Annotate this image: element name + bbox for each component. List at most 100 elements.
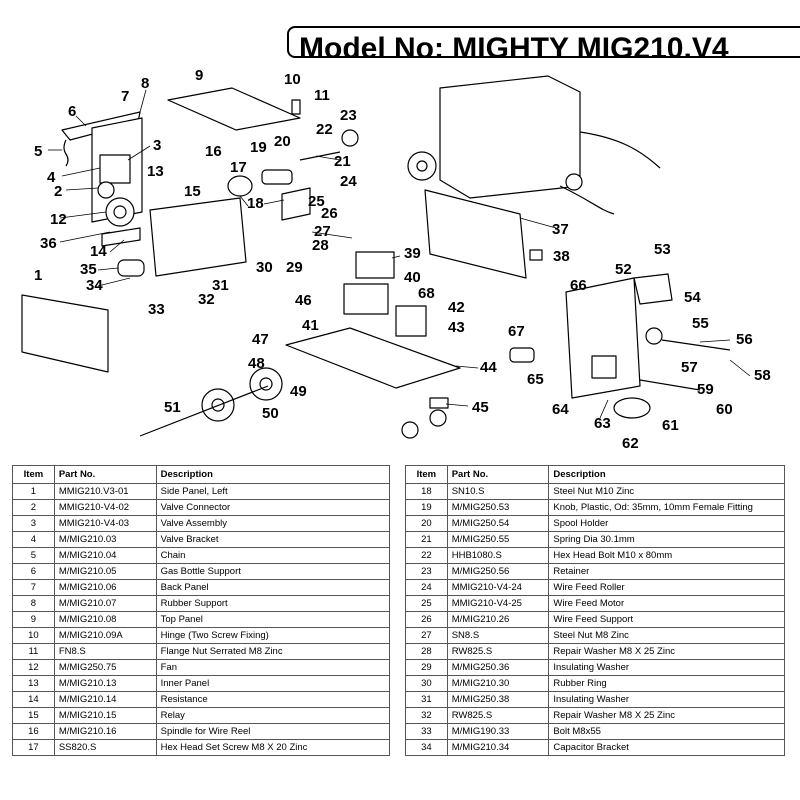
part-earth-cable [613,397,651,419]
callout-18: 18 [247,195,264,212]
callout-35: 35 [80,261,97,278]
callout-37: 37 [552,221,569,238]
cell-part-no: MMIG210-V4-03 [53,515,157,532]
cell-description: Repair Washer M8 X 25 Zinc [548,643,785,660]
callout-31: 31 [212,277,229,294]
part-axle [139,385,269,437]
callout-47: 47 [252,331,269,348]
cell-part-no: HHB1080.S [446,547,550,564]
cell-item: 16 [12,723,55,740]
callout-28: 28 [312,237,329,254]
callout-50: 50 [262,405,279,422]
callout-24: 24 [340,173,357,190]
part-chain [63,139,69,167]
cell-item: 26 [405,611,448,628]
cell-part-no: M/MIG250.38 [446,691,550,708]
cell-part-no: M/MIG210.08 [53,611,157,628]
cell-item: 17 [12,739,55,756]
cell-description: Back Panel [155,579,391,596]
cell-part-no: MMIG210-V4-25 [446,595,550,612]
part-transformer [355,251,395,279]
part-rectifier [343,283,389,315]
cell-part-no: M/MIG250.53 [446,499,550,516]
callout-54: 54 [684,289,701,306]
col-header-item: Item [405,465,448,484]
cell-description: Resistance [155,691,391,708]
cell-item: 10 [12,627,55,644]
cell-description: Wire Feed Motor [548,595,785,612]
cell-part-no: SN8.S [446,627,550,644]
part-side-panel-right [424,189,527,279]
cell-description: Inner Panel [155,675,391,692]
col-header-part-no: Part No. [446,465,550,484]
cell-part-no: M/MIG210.15 [53,707,157,724]
cell-part-no: M/MIG210.30 [446,675,550,692]
cell-part-no: SS820.S [53,739,157,756]
cell-item: 13 [12,675,55,692]
cell-description: Steel Nut M8 Zinc [548,627,785,644]
cell-item: 21 [405,531,448,548]
callout-43: 43 [448,319,465,336]
callout-6: 6 [68,103,76,120]
cell-item: 15 [12,707,55,724]
cell-part-no: M/MIG210.07 [53,595,157,612]
table-header-row: Item Part No. Description [405,465,785,484]
cell-part-no: M/MIG210.06 [53,579,157,596]
cell-part-no: M/MIG210.14 [53,691,157,708]
part-top-panel [167,87,301,131]
part-spool-holder [227,175,253,197]
callout-55: 55 [692,315,709,332]
cell-item: 27 [405,627,448,644]
cell-part-no: M/MIG210.16 [53,723,157,740]
part-capacitor [117,259,145,277]
callout-62: 62 [622,435,639,452]
callout-9: 9 [195,67,203,84]
cell-part-no: MMIG210.V3-01 [53,483,157,500]
cell-description: Wire Feed Support [548,611,785,628]
cell-item: 20 [405,515,448,532]
cell-part-no: M/MIG250.56 [446,563,550,580]
callout-labels: 1 2 3 4 5 6 7 8 9 10 11 12 13 14 15 16 1… [34,67,771,452]
callout-36: 36 [40,235,57,252]
cell-item: 23 [405,563,448,580]
cell-part-no: MMIG210-V4-24 [446,579,550,596]
cell-item: 19 [405,499,448,516]
callout-17: 17 [230,159,247,176]
table-header-row: Item Part No. Description [12,465,391,484]
cell-item: 33 [405,723,448,740]
cell-item: 32 [405,707,448,724]
callout-33: 33 [148,301,165,318]
cell-item: 25 [405,595,448,612]
part-valve-assembly [99,154,131,184]
callout-40: 40 [404,269,421,286]
callout-32: 32 [198,291,215,308]
callout-52: 52 [615,261,632,278]
part-castor [429,397,449,409]
callout-41: 41 [302,317,319,334]
cell-description: Spindle for Wire Reel [155,723,391,740]
cell-item: 18 [405,483,448,500]
exploded-view-svg: 1 2 3 4 5 6 7 8 9 10 11 12 13 14 15 16 1… [21,67,771,452]
callout-2: 2 [54,183,62,200]
cell-description: Steel Nut M10 Zinc [548,483,785,500]
callout-57: 57 [681,359,698,376]
cell-part-no: M/MIG210.09A [53,627,157,644]
cell-part-no: M/MIG210.05 [53,563,157,580]
cell-description: Spring Dia 30.1mm [548,531,785,548]
cell-item: 1 [12,483,55,500]
callout-1: 1 [34,267,42,284]
